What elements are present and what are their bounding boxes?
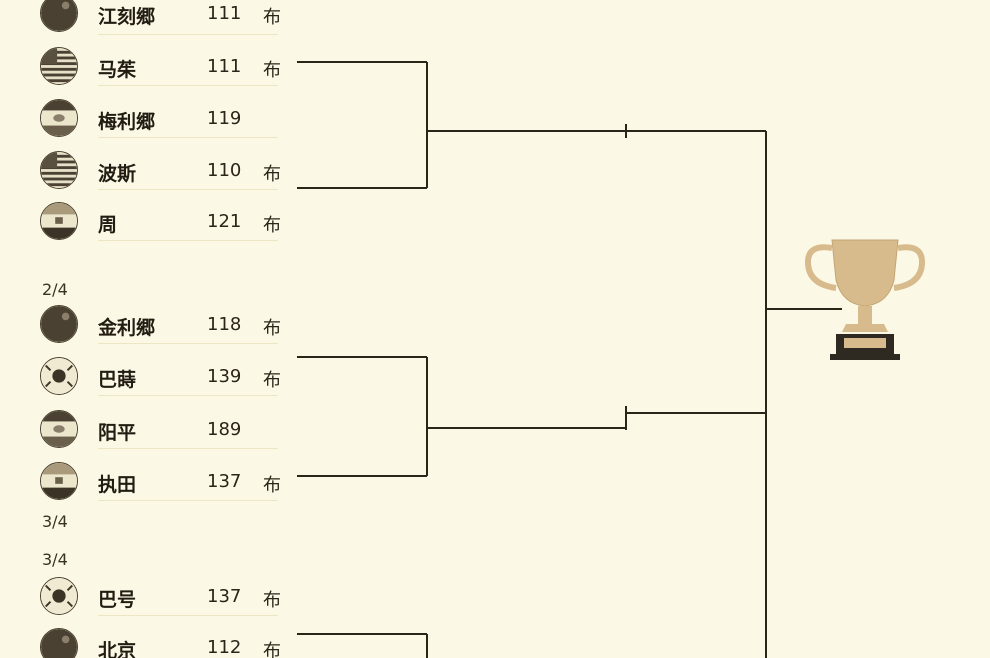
row-divider <box>98 137 278 138</box>
row-divider <box>98 189 278 190</box>
row-divider <box>98 395 278 396</box>
row-divider <box>98 34 278 35</box>
player-mark: 布 <box>263 590 281 611</box>
player-name: 马茱 <box>98 59 137 81</box>
player-mark: 布 <box>263 370 281 391</box>
trophy-icon <box>802 232 928 364</box>
player-row[interactable]: 执田 137 布 <box>0 462 300 512</box>
player-name: 北京 <box>98 640 137 658</box>
player-name: 巴号 <box>98 589 137 611</box>
player-row[interactable]: 金利郷 118 布 <box>0 305 300 355</box>
egypt-flag-icon <box>40 202 78 240</box>
korea-flag-icon <box>40 577 78 615</box>
player-name: 巴蒔 <box>98 369 137 391</box>
player-score: 189 <box>207 419 242 440</box>
round-label: 3/4 <box>42 550 68 569</box>
player-row[interactable]: 马茱 111 布 <box>0 47 300 97</box>
player-name: 波斯 <box>98 163 137 185</box>
player-score: 111 <box>207 3 242 24</box>
round-label: 2/4 <box>42 280 68 299</box>
player-name: 江刻郷 <box>98 6 156 28</box>
player-score: 137 <box>207 586 242 607</box>
player-row[interactable]: 北京 112 布 <box>0 628 300 658</box>
globe-flag-icon <box>40 628 78 658</box>
player-mark: 布 <box>263 475 281 496</box>
player-mark: 布 <box>263 7 281 28</box>
player-score: 139 <box>207 366 242 387</box>
player-mark: 布 <box>263 318 281 339</box>
mexico-flag-icon <box>40 410 78 448</box>
player-score: 111 <box>207 56 242 77</box>
player-name: 金利郷 <box>98 317 156 339</box>
egypt-flag-icon <box>40 462 78 500</box>
player-row[interactable]: 周 121 布 <box>0 202 300 252</box>
globe-flag-icon <box>40 0 78 32</box>
player-name: 阳平 <box>98 422 137 444</box>
row-divider <box>98 240 278 241</box>
row-divider <box>98 500 278 501</box>
globe-flag-icon <box>40 305 78 343</box>
player-name: 周 <box>98 214 118 236</box>
player-mark: 布 <box>263 215 281 236</box>
player-score: 110 <box>207 160 242 181</box>
row-divider <box>98 343 278 344</box>
player-score: 112 <box>207 637 242 658</box>
usa-flag-icon <box>40 151 78 189</box>
player-mark: 布 <box>263 164 281 185</box>
player-row[interactable]: 江刻郷 111 布 <box>0 0 300 44</box>
player-name: 执田 <box>98 474 137 496</box>
row-divider <box>98 448 278 449</box>
player-score: 137 <box>207 471 242 492</box>
mexico-flag-icon <box>40 99 78 137</box>
player-score: 121 <box>207 211 242 232</box>
player-name: 梅利郷 <box>98 111 156 133</box>
player-row[interactable]: 巴蒔 139 布 <box>0 357 300 407</box>
korea-flag-icon <box>40 357 78 395</box>
player-score: 118 <box>207 314 242 335</box>
player-mark: 布 <box>263 641 281 658</box>
player-row[interactable]: 巴号 137 布 <box>0 577 300 627</box>
usa-flag-icon <box>40 47 78 85</box>
player-row[interactable]: 阳平 189 <box>0 410 300 460</box>
row-divider <box>98 85 278 86</box>
player-mark: 布 <box>263 60 281 81</box>
player-score: 119 <box>207 108 242 129</box>
row-divider <box>98 615 278 616</box>
player-row[interactable]: 波斯 110 布 <box>0 151 300 201</box>
round-label: 3/4 <box>42 512 68 531</box>
player-row[interactable]: 梅利郷 119 <box>0 99 300 149</box>
